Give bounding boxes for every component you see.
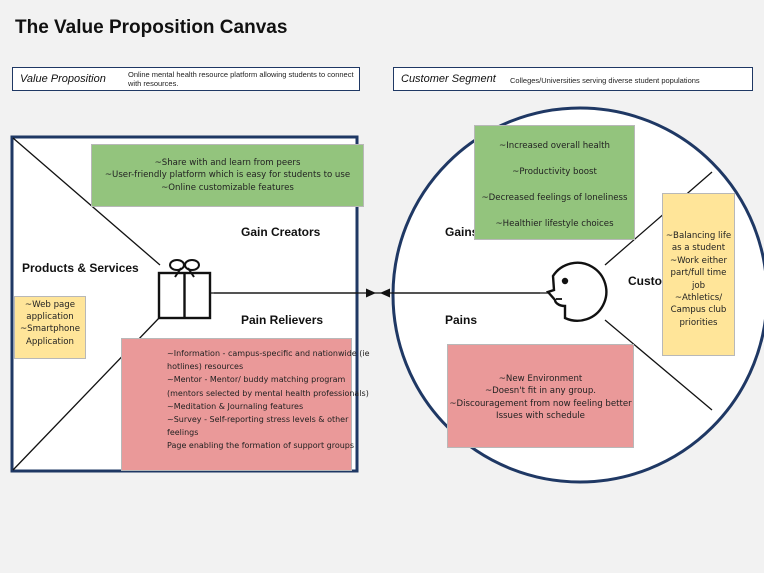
gain-creators-line: ~Online customizable features: [161, 182, 294, 193]
pain-relievers-line: Page enabling the formation of support g…: [167, 441, 355, 451]
circle-divider-upper: [604, 171, 713, 266]
customer-jobs-note: ~Balancing life as a student ~Work eithe…: [662, 193, 735, 356]
gains-line: ~Healthier lifestyle choices: [495, 219, 614, 229]
gains-line: ~Productivity boost: [512, 167, 597, 177]
gain-creators-note: ~Share with and learn from peers ~User-f…: [91, 144, 364, 207]
jobs-line: ~Work either: [669, 255, 727, 266]
value-proposition-box: Value Proposition Online mental health r…: [12, 67, 360, 91]
jobs-line: job: [691, 280, 706, 291]
pain-relievers-line: ~Mentor - Mentor/ buddy matching program: [167, 375, 346, 385]
page-title: The Value Proposition Canvas: [15, 17, 288, 38]
gain-creators-line: ~User-friendly platform which is easy fo…: [104, 170, 351, 181]
jobs-line: as a student: [671, 243, 726, 254]
pain-relievers-line: hotlines) resources: [167, 362, 244, 372]
products-line: Application: [25, 336, 75, 347]
jobs-line: ~Balancing life: [665, 231, 732, 241]
gains-note: ~Increased overall health ~Productivity …: [474, 125, 635, 240]
value-proposition-text: Online mental health resource platform a…: [128, 70, 354, 88]
gain-creators-line: ~Share with and learn from peers: [154, 158, 301, 168]
square-divider-upper: [12, 137, 161, 266]
jobs-line: Campus club: [670, 305, 727, 316]
products-line: ~Smartphone: [19, 324, 81, 335]
customer-jobs-label: Custo: [628, 274, 662, 288]
pain-relievers-label: Pain Relievers: [241, 313, 324, 327]
pain-relievers-line: feelings: [167, 428, 199, 438]
gains-label: Gains: [445, 225, 479, 239]
pain-relievers-line: ~Survey - Self-reporting stress levels &…: [167, 415, 349, 425]
pain-relievers-line: (mentors selected by mental health profe…: [167, 388, 369, 398]
gains-line: ~Increased overall health: [499, 141, 610, 151]
pains-label: Pains: [445, 313, 478, 327]
pains-line: ~Discouragement from now feeling better: [449, 398, 632, 409]
jobs-line: part/full time: [670, 268, 727, 279]
products-services-note: ~Web page application ~Smartphone Applic…: [14, 296, 86, 359]
pain-relievers-line: ~Meditation & Journaling features: [167, 401, 304, 411]
customer-segment-label: Customer Segment: [401, 73, 496, 85]
pains-line: ~Doesn't fit in any group.: [484, 386, 597, 397]
customer-segment-text: Colleges/Universities serving diverse st…: [510, 76, 700, 85]
gain-creators-label: Gain Creators: [241, 225, 321, 239]
pain-relievers-note: ~Information - campus-specific and natio…: [121, 338, 370, 471]
pains-line: ~New Environment: [498, 374, 583, 384]
pain-relievers-line: ~Information - campus-specific and natio…: [167, 349, 370, 358]
pains-note: ~New Environment ~Doesn't fit in any gro…: [447, 344, 634, 448]
gains-line: ~Decreased feelings of loneliness: [481, 193, 628, 203]
double-arrow-icon: [214, 288, 540, 298]
products-line: application: [26, 312, 74, 323]
products-services-label: Products & Services: [22, 261, 139, 275]
jobs-line: priorities: [679, 317, 718, 328]
value-proposition-label: Value Proposition: [20, 73, 106, 85]
gift-icon: [157, 259, 212, 320]
products-line: ~Web page: [24, 300, 76, 310]
customer-segment-box: Customer Segment Colleges/Universities s…: [393, 67, 753, 91]
jobs-line: ~Athletics/: [674, 293, 723, 304]
customer-face-icon: [545, 261, 608, 322]
circle-divider-lower: [604, 319, 713, 411]
pains-line: Issues with schedule: [496, 411, 585, 422]
